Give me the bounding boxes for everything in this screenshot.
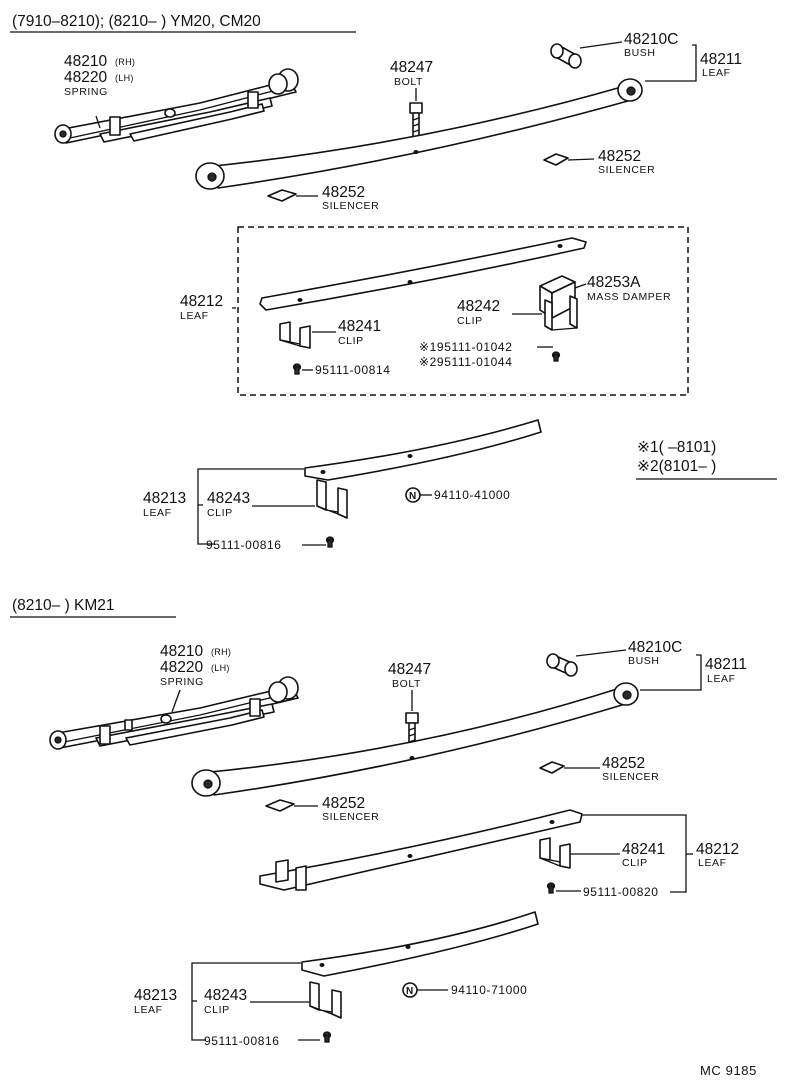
clip-48241-part-number-lower: 48241 [622,841,665,858]
clip-48243-drawing-lower [309,981,342,1019]
bolt-name-label-lower: BOLT [392,678,421,690]
spring-rh-part-number-lower: 48210 [160,643,203,660]
n-marker-upper-letter: N [409,491,416,502]
legend-note-2: ※2(8101– ) [637,458,716,475]
bolt-name-label: BOLT [394,76,423,88]
main-leaf-name-label: LEAF [702,67,731,79]
spring-rh-part-number: 48210 [64,53,107,70]
spring-assembly-drawing [54,68,299,144]
spring-rh-suffix: (RH) [115,57,135,67]
bush-part-number: 48210C [624,31,678,48]
bush-name-label-lower: BUSH [628,655,660,667]
spring-lh-part-number: 48220 [64,69,107,86]
leaf-48212-part-number: 48212 [180,293,223,310]
clip-48241-name-label-lower: CLIP [622,857,648,869]
main-leaf-name-label-lower: LEAF [707,673,736,685]
spring-lh-suffix-lower: (LH) [211,663,230,673]
spring-lh-part-number-lower: 48220 [160,659,203,676]
silencer-left-part-number-lower: 48252 [322,795,365,812]
silencer-left-drawing [267,189,297,202]
section-1-heading: (7910–8210); (8210– ) YM20, CM20 [12,13,261,30]
silencer-right-name-label-lower: SILENCER [602,771,659,783]
leaf-48213-drawing [304,419,542,481]
spring-name-label-lower: SPRING [160,676,204,688]
section-km21: (8210– ) KM21 48210 (RH) 48220 (LH) SPRI… [10,597,747,1048]
clip-48241-name-label: CLIP [338,335,364,347]
rivet-00814-part-number: 95111-00814 [315,363,391,377]
mass-damper-part-number: 48253A [587,274,641,291]
spring-assembly-drawing-lower [49,676,299,750]
serial-notes-legend: ※1( –8101) ※2(8101– ) [636,439,777,480]
bush-drawing [550,43,582,69]
silencer-left-name-label-lower: SILENCER [322,811,379,823]
silencer-left-drawing-lower [265,799,295,812]
n-marker-lower-letter: N [406,986,413,997]
n-part-upper-number: 94110-41000 [434,488,510,502]
clip-48243-part-number: 48243 [207,490,250,507]
leaf-48212-part-number-lower: 48212 [696,841,739,858]
leaf-48212-name-label: LEAF [180,310,209,322]
leaf-48213-drawing-lower [301,911,539,977]
n-marker-upper: N [405,487,421,503]
n-part-lower-number: 94110-71000 [451,983,527,997]
bush-drawing-lower [546,653,578,677]
clip-48241-drawing-lower [539,837,571,869]
clip-48241-part-number: 48241 [338,318,381,335]
silencer-right-drawing [543,153,569,166]
rivet-00814-drawing [292,363,302,375]
leaf-48213-name-label: LEAF [143,507,172,519]
spring-lh-suffix: (LH) [115,73,134,83]
bolt-part-number: 48247 [390,59,433,76]
silencer-right-part-number-lower: 48252 [602,755,645,772]
rivet-00816-upper-drawing [325,536,335,548]
main-leaf-part-number-lower: 48211 [705,656,747,673]
leaf-48212-drawing-lower [259,809,583,891]
rivet-right-drawing [551,351,561,362]
n-marker-lower: N [402,982,418,998]
leaf-48213-part-number: 48213 [143,490,186,507]
bolt-part-number-lower: 48247 [388,661,431,678]
mass-damper-name-label: MASS DAMPER [587,291,671,303]
leaf-48212-group-box [237,226,689,396]
clip-48242-name-label: CLIP [457,315,483,327]
section-2-heading: (8210– ) KM21 [12,597,115,614]
legend-note-1: ※1( –8101) [637,439,716,456]
rivet-00816-lower-drawing [322,1031,332,1043]
rivet-00820-part-number: 95111-00820 [583,885,659,899]
main-leaf-part-number: 48211 [700,51,742,68]
rivet-1-part-number: ※195111-01042 [419,340,512,354]
main-leaf-drawing-lower [191,682,639,797]
bolt-drawing [409,102,423,138]
drawing-code: MC 9185 [700,1063,757,1078]
clip-48243-name-label: CLIP [207,507,233,519]
silencer-right-name-label: SILENCER [598,164,655,176]
rivet-00816-lower-part-number: 95111-00816 [204,1034,280,1048]
spring-name-label: SPRING [64,86,108,98]
rivet-00820-drawing [546,882,556,894]
leaf-48212-name-label-lower: LEAF [698,857,727,869]
spring-rh-suffix-lower: (RH) [211,647,231,657]
main-leaf-drawing [195,78,643,190]
clip-48243-drawing [316,479,348,519]
clip-48242-part-number: 48242 [457,298,500,315]
bush-name-label: BUSH [624,47,656,59]
leaf-48213-part-number-lower: 48213 [134,987,177,1004]
rivet-00816-upper-part-number: 95111-00816 [206,538,282,552]
clip-48243-name-label-lower: CLIP [204,1004,230,1016]
rivet-2-part-number: ※295111-01044 [419,355,512,369]
leaf-48212-drawing [259,237,587,311]
silencer-left-name-label: SILENCER [322,200,379,212]
silencer-right-drawing-lower [539,761,565,774]
section-ym20-cm20: (7910–8210); (8210– ) YM20, CM20 48210 (… [10,13,777,552]
clip-48243-part-number-lower: 48243 [204,987,247,1004]
bush-part-number-lower: 48210C [628,639,682,656]
silencer-right-part-number: 48252 [598,148,641,165]
leaf-48213-name-label-lower: LEAF [134,1004,163,1016]
clip-48241-drawing [279,321,311,349]
mass-damper-drawing [539,275,578,331]
bolt-drawing-lower [405,712,419,748]
silencer-left-part-number: 48252 [322,184,365,201]
